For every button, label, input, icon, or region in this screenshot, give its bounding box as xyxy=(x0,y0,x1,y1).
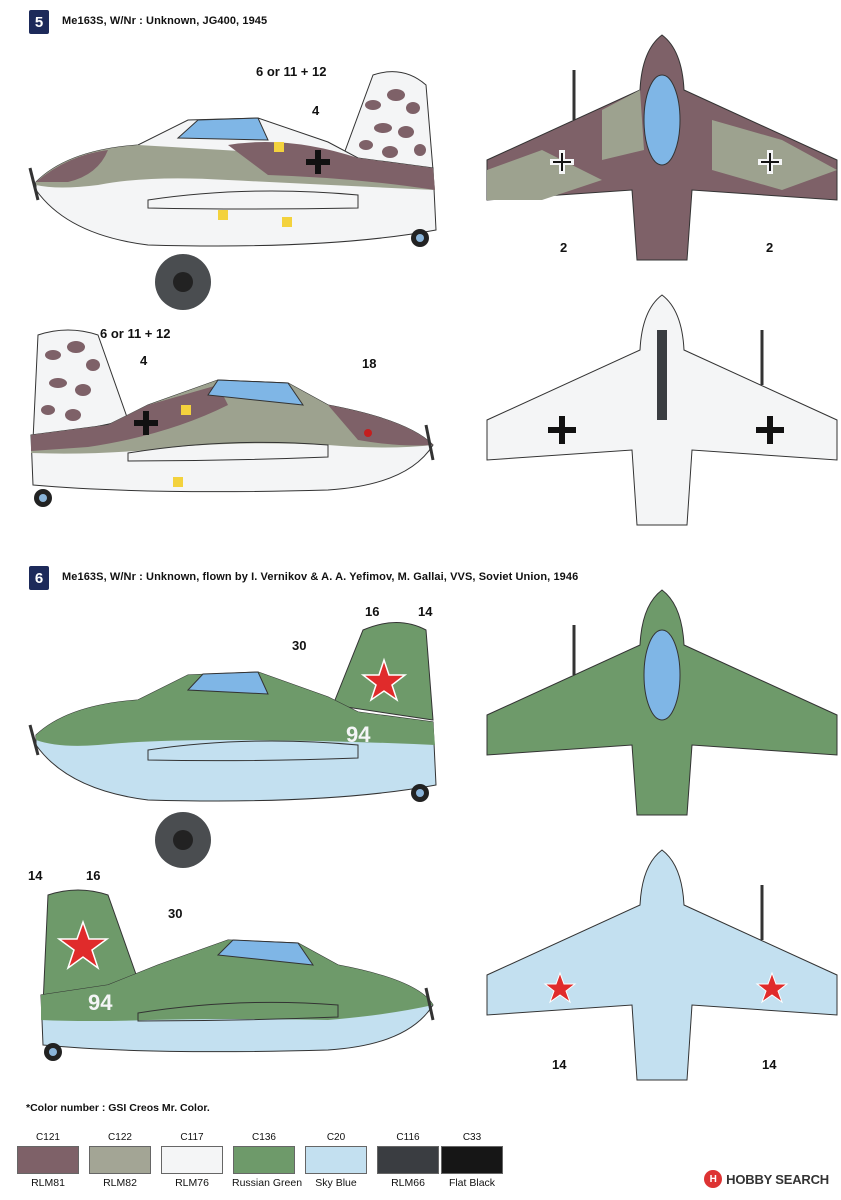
swatch-c33: C33 Flat Black xyxy=(440,1132,504,1189)
swatch-box xyxy=(233,1146,295,1174)
swatch-c121: C121 RLM81 xyxy=(16,1132,80,1189)
swatch-c116: C116 RLM66 xyxy=(376,1132,440,1189)
callout-side2-cross: 4 xyxy=(140,353,148,368)
me163-vvs-side-view-port: 94 xyxy=(28,622,437,868)
callout-side1-tail: 6 or 11 + 12 xyxy=(256,64,327,79)
swatch-box xyxy=(377,1146,439,1174)
swatch-code: C20 xyxy=(326,1132,346,1143)
code-94-side2: 94 xyxy=(88,990,113,1015)
callout-side3-30: 30 xyxy=(292,638,307,653)
scheme-6-caption: Me163S, W/Nr : Unknown, flown by I. Vern… xyxy=(62,571,579,583)
me163-vvs-top-view xyxy=(486,589,838,816)
swatch-c136: C136 Russian Green xyxy=(232,1132,303,1189)
me163-vvs-side-view-starboard: 94 xyxy=(40,889,435,1061)
color-note: *Color number : GSI Creos Mr. Color. xyxy=(26,1102,210,1114)
swatch-box xyxy=(17,1146,79,1174)
swatch-name: RLM81 xyxy=(31,1177,65,1189)
swatch-name: RLM66 xyxy=(391,1177,425,1189)
me163-luftwaffe-side-view-port xyxy=(28,71,437,310)
callout-side2-tail: 6 or 11 + 12 xyxy=(100,326,171,341)
me163-luftwaffe-top-view xyxy=(486,34,838,261)
me163-luftwaffe-bottom-view xyxy=(486,294,838,526)
swatch-c122: C122 RLM82 xyxy=(88,1132,152,1189)
hobby-search-logo-icon: H xyxy=(704,1170,723,1188)
callout-top1-left: 2 xyxy=(560,240,568,255)
swatch-code: C33 xyxy=(462,1132,482,1143)
scheme-6-badge: 6 xyxy=(29,566,49,590)
callout-bottom2-right: 14 xyxy=(762,1057,777,1072)
scheme-5-caption: Me163S, W/Nr : Unknown, JG400, 1945 xyxy=(62,15,268,27)
swatch-c117: C117 RLM76 xyxy=(160,1132,224,1189)
swatch-name: Sky Blue xyxy=(315,1177,357,1189)
swatch-box xyxy=(161,1146,223,1174)
callout-side4-16: 16 xyxy=(86,868,101,883)
callout-side3-14: 14 xyxy=(418,604,433,619)
swatch-box xyxy=(441,1146,503,1174)
callout-top1-right: 2 xyxy=(766,240,774,255)
hobby-search-logo-text: HOBBY SEARCH xyxy=(726,1171,829,1187)
callout-side3-16: 16 xyxy=(365,604,380,619)
swatch-code: C116 xyxy=(396,1132,420,1143)
me163-luftwaffe-side-view-starboard xyxy=(30,329,435,507)
swatch-code: C117 xyxy=(180,1132,204,1143)
hobby-search-logo: H HOBBY SEARCH xyxy=(704,1170,829,1188)
swatch-code: C136 xyxy=(252,1132,276,1143)
callout-bottom2-left: 14 xyxy=(552,1057,567,1072)
callout-side4-14: 14 xyxy=(28,868,43,883)
code-94-side1: 94 xyxy=(346,722,371,747)
swatch-code: C122 xyxy=(108,1132,132,1143)
swatch-code: C121 xyxy=(36,1132,60,1143)
me163-vvs-bottom-view xyxy=(486,849,838,1081)
swatch-c20: C20 Sky Blue xyxy=(304,1132,368,1189)
swatch-box xyxy=(89,1146,151,1174)
swatch-box xyxy=(305,1146,367,1174)
swatch-name: Flat Black xyxy=(448,1177,496,1189)
swatch-name: Russian Green xyxy=(232,1177,303,1189)
swatch-name: RLM76 xyxy=(175,1177,209,1189)
callout-side1-cross: 4 xyxy=(312,103,320,118)
callout-side4-30: 30 xyxy=(168,906,183,921)
swatch-name: RLM82 xyxy=(103,1177,137,1189)
callout-side2-nose: 18 xyxy=(362,356,377,371)
scheme-5-badge: 5 xyxy=(29,10,49,34)
